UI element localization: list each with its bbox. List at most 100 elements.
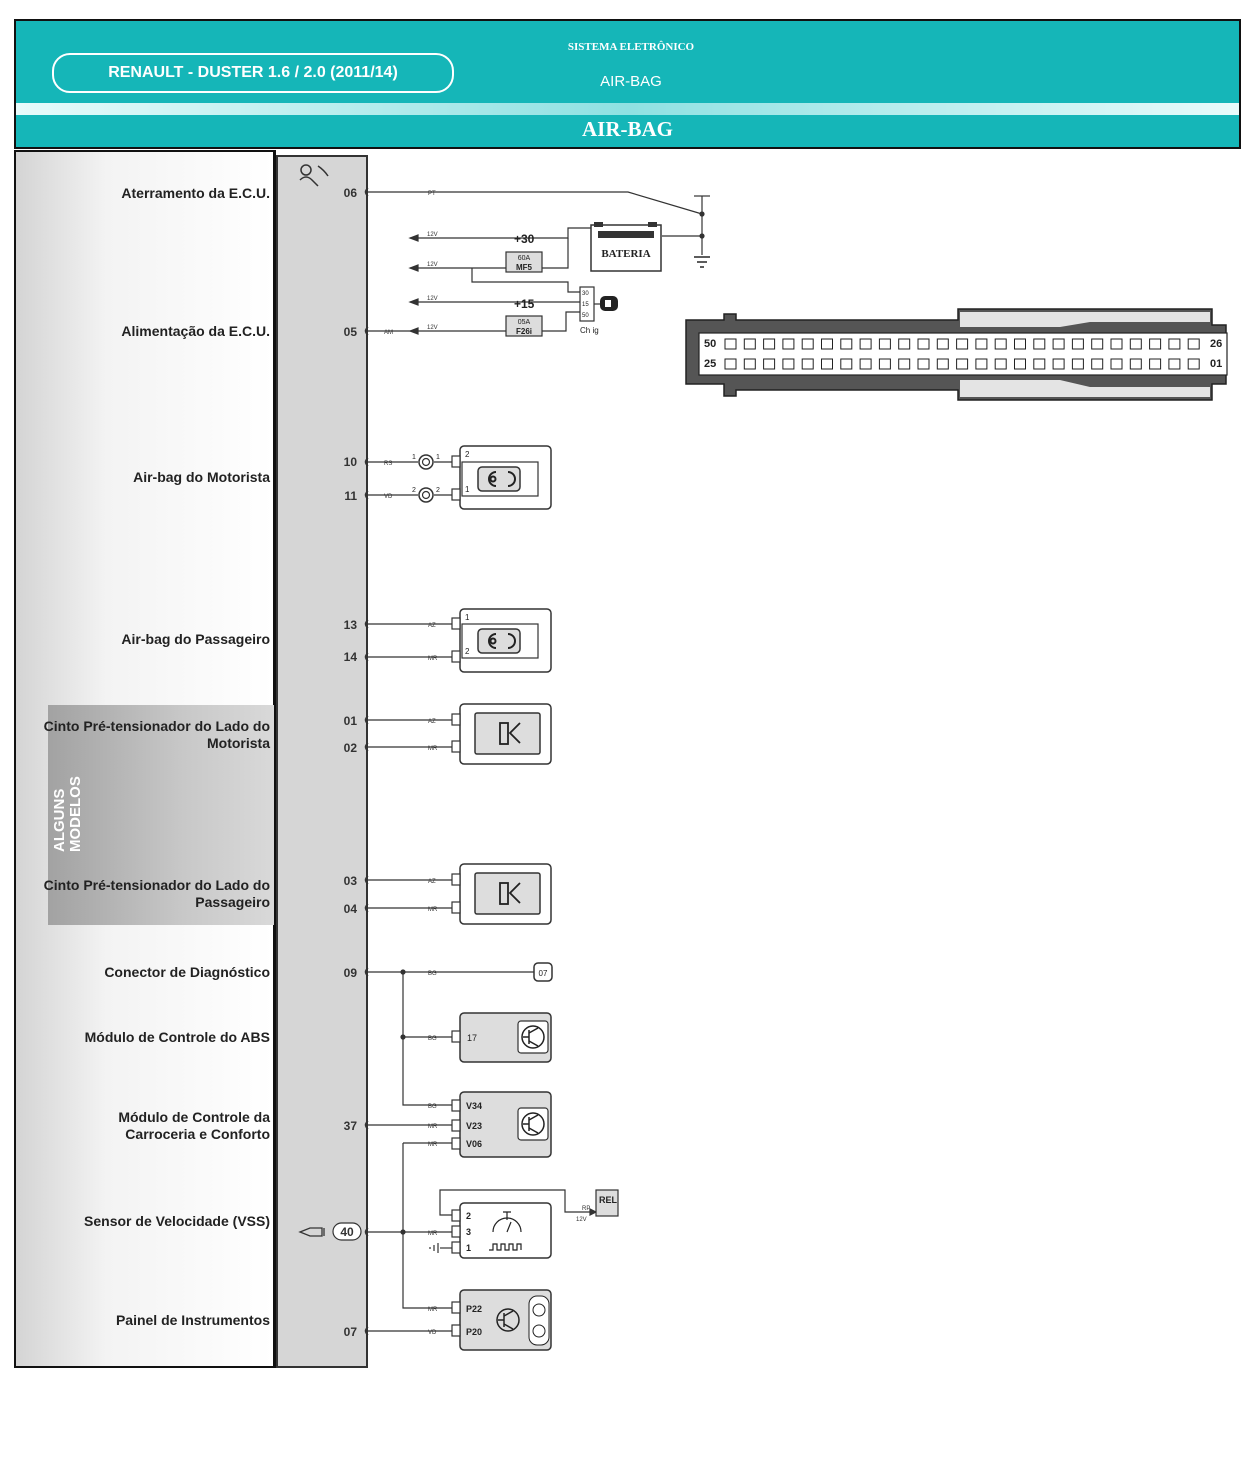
connector-pin-cell [743,358,756,370]
airbag-icon [299,164,329,187]
instrument-panel [368,1289,552,1351]
ignition-pin-30: 30 [582,291,589,297]
header-banner: RENAULT - DUSTER 1.6 / 2.0 (2011/14) SIS… [14,19,1241,149]
ecu-pin-column [276,155,368,1368]
wire-mr-vss: MR [428,1231,438,1237]
row-label-abs-module: Módulo de Controle do ABS [84,1029,270,1045]
passenger-airbag-pin-2: 2 [465,647,470,656]
coil-pin-1-left: 1 [412,454,416,461]
wire-bg-abs: BG [428,1036,437,1042]
row-label-driver-airbag: Air-bag do Motorista [133,469,270,485]
connector-pin-cell [1014,358,1026,370]
pin-02: 02 [344,741,358,755]
bcm-pin-v06: V06 [466,1139,482,1149]
plus15-arrow [408,298,419,306]
panel-transistor-icon [496,1308,520,1332]
connector-pin-cell [1033,338,1046,350]
f26i-voltage: 12V [427,325,438,331]
connector-pin-cell [743,338,756,350]
relay-label: REL [599,1195,618,1205]
wire-bg-bcm: BG [428,1104,437,1110]
row-label-body-module: Módulo de Controle da Carroceria e Confo… [118,1109,270,1142]
ignition-pin-50: 50 [582,313,589,319]
connector-pin-cell [1052,358,1065,370]
wire-mr-bcm-37: MR [428,1124,438,1130]
wire-mr-passenger: MR [428,656,438,662]
pin-05: 05 [344,325,358,339]
key-icon [594,296,618,311]
row-label-passenger-pretensioner: Cinto Pré-tensionador do Lado do Passage… [43,877,270,910]
connector-pin-cell [1091,338,1104,350]
wire-bg-diag: BG [428,971,437,977]
connector-label-26: 26 [1210,338,1222,350]
coil-pin-1-right: 1 [436,454,440,461]
row-label-instrument-panel: Painel de Instrumentos [115,1312,270,1328]
abs-transistor-icon [521,1025,545,1049]
fuse-f26i [505,315,543,337]
connector-pin-cell [936,358,949,370]
driver-airbag-pin-1: 1 [465,485,470,494]
vehicle-model-badge: RENAULT - DUSTER 1.6 / 2.0 (2011/14) [52,53,454,93]
relay-voltage: 12V [576,1217,587,1223]
system-subtitle: AIR-BAG [600,73,662,90]
pin-07: 07 [344,1325,358,1339]
connector-pin-cell [975,358,988,370]
connector-pin-cell [1149,358,1162,370]
header-stripe [16,103,1239,115]
connector-pin-cell [859,358,872,370]
connector-pin-cell [724,358,737,370]
connector-pin-cell [994,338,1007,350]
connector-pin-cell [801,358,814,370]
wire-mr-pret-passenger: MR [428,907,438,913]
wire-am: AM [384,330,393,336]
battery-label: BATERIA [601,248,650,260]
row-label-speed-sensor: Sensor de Velocidade (VSS) [84,1213,270,1229]
row-label-diagnostic-connector: Conector de Diagnóstico [104,964,270,980]
vss-pin-1: 1 [466,1243,471,1253]
pin-14: 14 [344,650,358,664]
wire-az-pret-passenger: AZ [428,879,436,885]
ignition-label: Ch ig [580,326,599,335]
ignition-pin-15: 15 [582,302,589,308]
pin-06: 06 [344,186,358,200]
plus30-wire [410,227,591,239]
connector-pin-cell [1168,358,1181,370]
connector-pin-cell [1110,338,1123,350]
connector-pin-cell [724,338,737,350]
pin-03: 03 [344,874,358,888]
pin-40-badge [332,1222,362,1241]
coil-pin-2-left: 2 [412,487,416,494]
wire-vd-driver: VD [384,494,393,500]
bcm-pin-v23: V23 [466,1121,482,1131]
passenger-airbag-pin-1: 1 [465,613,470,622]
connector-pin-cell [1187,338,1200,350]
connector-pin-cell [1014,338,1026,350]
connector-pin-cell [936,338,949,350]
connector-pin-cell [782,338,795,350]
mf5-arrow [408,264,419,272]
plus30-voltage: 12V [427,232,438,238]
connector-pin-cell [821,358,833,370]
body-control-module [368,1091,552,1309]
panel-pin-p20: P20 [466,1327,482,1337]
row-label-ecu-power: Alimentação da E.C.U. [121,323,270,339]
connector-pin-cell [878,358,891,370]
connector-pin-cell [821,338,833,350]
bcm-transistor-icon [521,1112,545,1136]
pin-37: 37 [344,1119,358,1133]
section-title: AIR-BAG [581,117,673,141]
pin-04: 04 [344,902,358,916]
vss-pin-3: 3 [466,1227,471,1237]
row-label-ecu-ground: Aterramento da E.C.U. [121,185,270,201]
diagnostic-bus [368,962,553,1106]
connector-pin-cell [763,338,776,350]
wire-rs: RS [384,461,392,467]
vss-pin-2: 2 [466,1211,471,1221]
connector-label-01: 01 [1210,358,1222,370]
driver-airbag-pin-2: 2 [465,450,470,459]
system-title: SISTEMA ELETRÔNICO [567,41,695,53]
plus30-arrow [408,234,419,242]
plus15-voltage: 12V [427,296,438,302]
connector-pin-cell [840,338,853,350]
